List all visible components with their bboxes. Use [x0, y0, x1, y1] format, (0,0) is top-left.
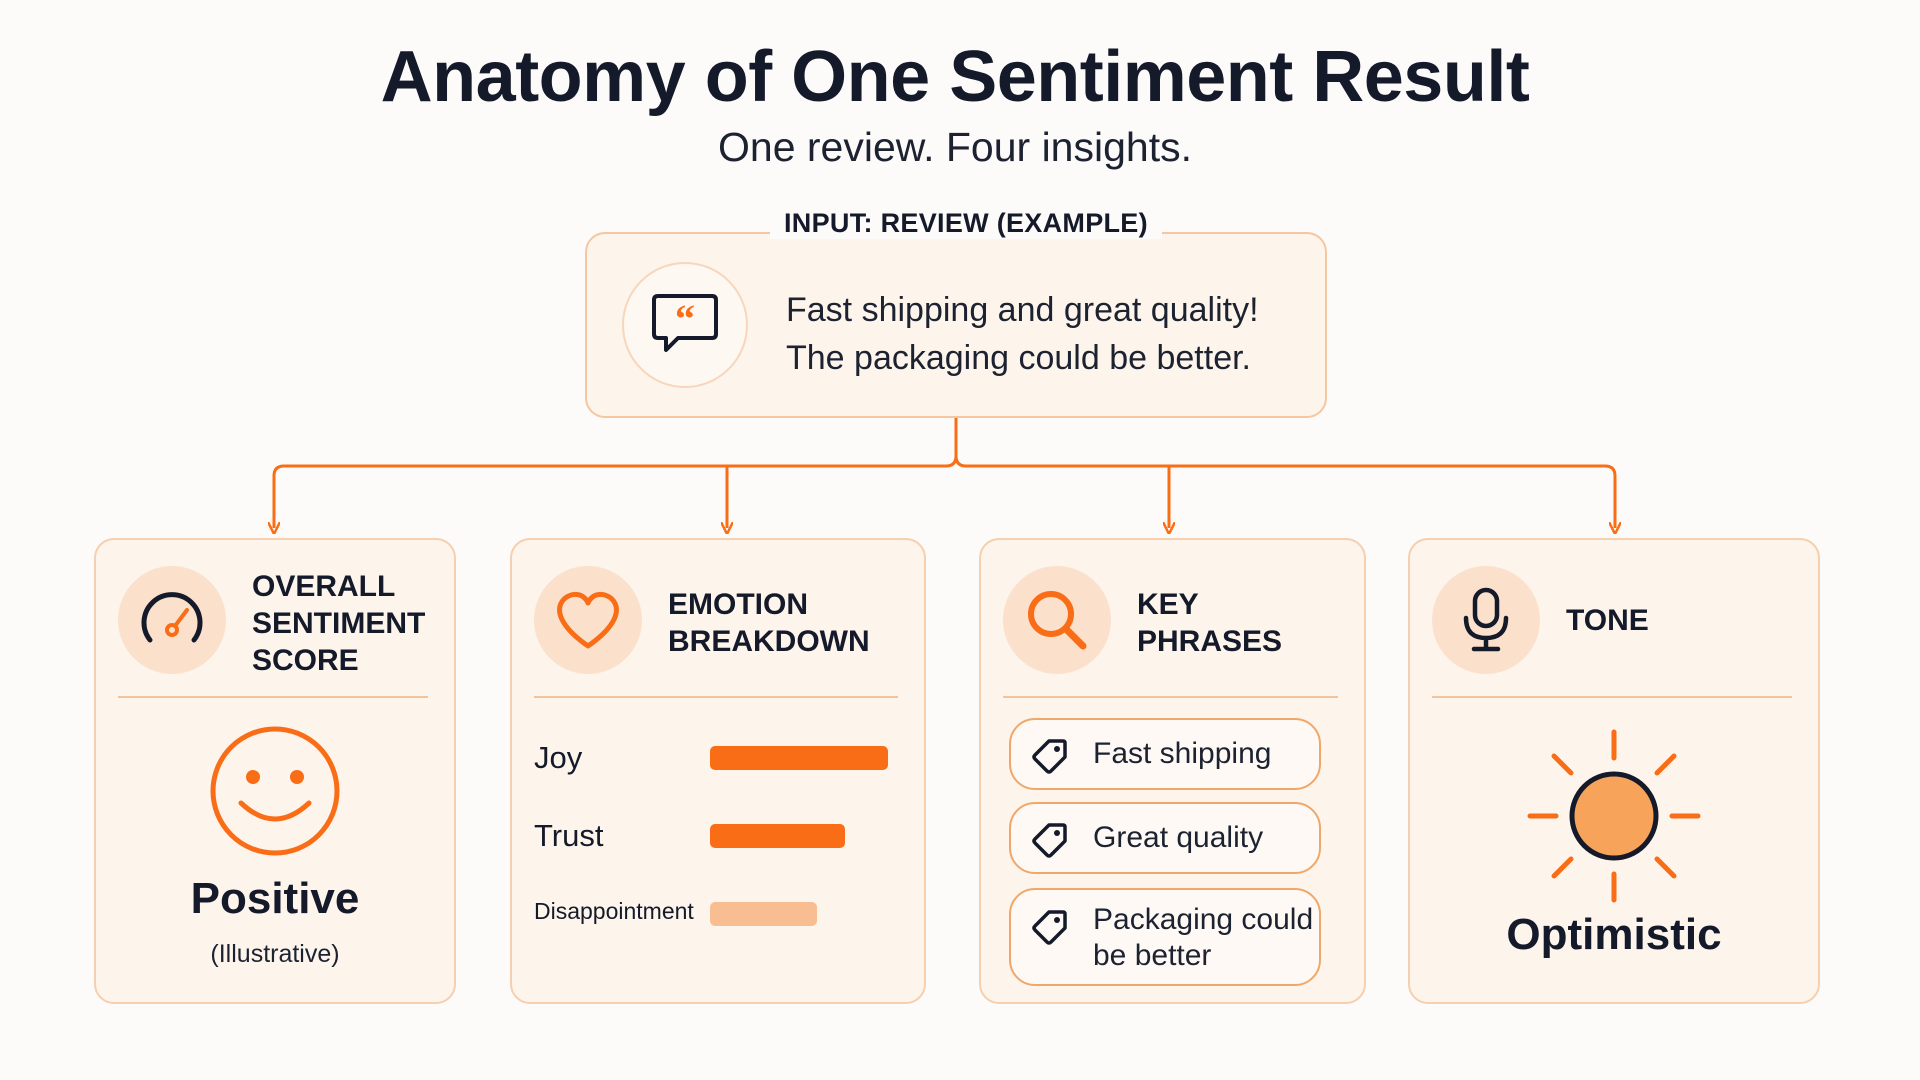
key-phrase-pill: Great quality	[1009, 802, 1321, 874]
card-title: TONE	[1566, 602, 1649, 639]
tag-icon	[1032, 739, 1067, 774]
emotion-label-trust: Trust	[534, 818, 604, 853]
tag-icon	[1032, 823, 1067, 858]
card-divider	[534, 696, 898, 698]
card-title-line: KEY	[1137, 588, 1199, 621]
card-divider	[118, 696, 428, 698]
card-title-line: OVERALL	[252, 570, 396, 603]
sun-icon	[1527, 729, 1701, 903]
key-phrase-line: Packaging could	[1093, 903, 1314, 936]
card-key-phrases: KEY PHRASES Fast shipping Great quality …	[979, 538, 1366, 1004]
branch-score	[954, 455, 1615, 528]
key-phrase-text: Great quality	[1093, 821, 1264, 854]
card-tone: TONE Optimistic	[1408, 538, 1820, 1004]
review-line-1: Fast shipping and great quality!	[786, 291, 1259, 329]
emotion-bar-joy	[710, 746, 888, 770]
card-overall-sentiment-score: OVERALL SENTIMENT SCORE Positive (Illust…	[94, 538, 456, 1004]
search-icon	[1003, 566, 1111, 674]
card-title-line: EMOTION	[668, 588, 808, 621]
emotion-label-joy: Joy	[534, 740, 583, 775]
tag-icon	[1032, 910, 1067, 945]
quote-bubble-icon: “	[622, 262, 748, 388]
card-title-line: PHRASES	[1137, 625, 1283, 658]
key-phrase-text: Fast shipping	[1093, 737, 1272, 770]
emotion-label-disappointment: Disappointment	[534, 898, 694, 924]
card-divider	[1432, 696, 1792, 698]
trunk-line	[274, 418, 958, 528]
review-line-2: The packaging could be better.	[786, 339, 1251, 377]
card-title-line: BREAKDOWN	[668, 625, 870, 658]
sentiment-note: (Illustrative)	[210, 940, 340, 968]
emotion-bar-trust	[710, 824, 845, 848]
key-phrase-text: Packaging could be better	[1093, 902, 1313, 974]
page-title: Anatomy of One Sentiment Result	[380, 37, 1530, 117]
microphone-icon	[1432, 566, 1540, 674]
card-divider	[1003, 696, 1338, 698]
tone-result: Optimistic	[1506, 910, 1722, 959]
key-phrase-pill: Packaging could be better	[1009, 888, 1321, 986]
card-emotion-breakdown: EMOTION BREAKDOWN Joy Trust Disappointme…	[510, 538, 926, 1004]
smiley-icon	[210, 726, 340, 856]
card-title: KEY PHRASES	[1137, 586, 1282, 660]
page-subtitle: One review. Four insights.	[718, 124, 1192, 170]
card-title: OVERALL SENTIMENT SCORE	[252, 568, 425, 679]
card-title: EMOTION BREAKDOWN	[668, 586, 870, 660]
key-phrase-pill: Fast shipping	[1009, 718, 1321, 790]
heart-icon	[534, 566, 642, 674]
gauge-icon	[118, 566, 226, 674]
sentiment-result: Positive	[190, 874, 360, 923]
card-title-line: SENTIMENT	[252, 607, 426, 640]
input-label: INPUT: REVIEW (EXAMPLE)	[770, 208, 1162, 239]
review-text: Fast shipping and great quality! The pac…	[786, 286, 1306, 382]
card-title-line: SCORE	[252, 644, 359, 677]
svg-text:“: “	[675, 296, 695, 341]
card-title-line: TONE	[1566, 604, 1649, 637]
emotion-bar-disappointment	[710, 902, 817, 926]
key-phrase-line: be better	[1093, 939, 1212, 972]
